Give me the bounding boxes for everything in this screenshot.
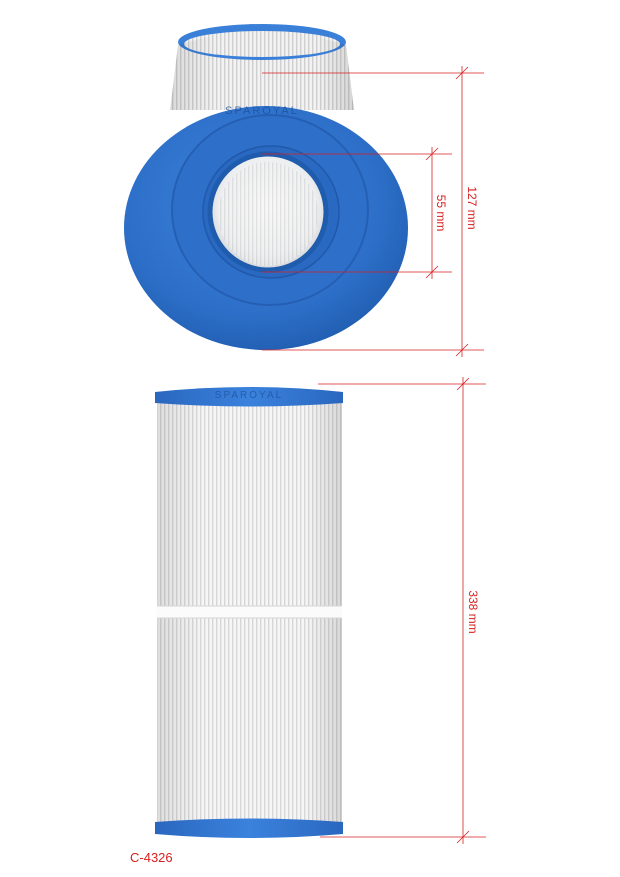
bottom-end-cap xyxy=(155,818,343,838)
top-end-cap xyxy=(155,387,343,407)
brand-embossed-top: SPAROYAL xyxy=(225,105,299,117)
side-view: SPAROYAL 338 mm xyxy=(155,377,486,844)
model-number: C-4326 xyxy=(130,850,173,865)
top-view: SPAROYAL 127 mm 55 mm xyxy=(124,24,484,357)
center-band xyxy=(157,606,342,618)
inner-diameter-dimension xyxy=(262,147,452,279)
length-dimension xyxy=(318,377,486,844)
brand-embossed-side: SPAROYAL xyxy=(215,390,283,401)
outer-diameter-label: 127 mm xyxy=(465,186,479,229)
length-label: 338 mm xyxy=(466,590,480,633)
inner-diameter-label: 55 mm xyxy=(434,195,448,232)
outer-diameter-dimension xyxy=(262,66,484,357)
